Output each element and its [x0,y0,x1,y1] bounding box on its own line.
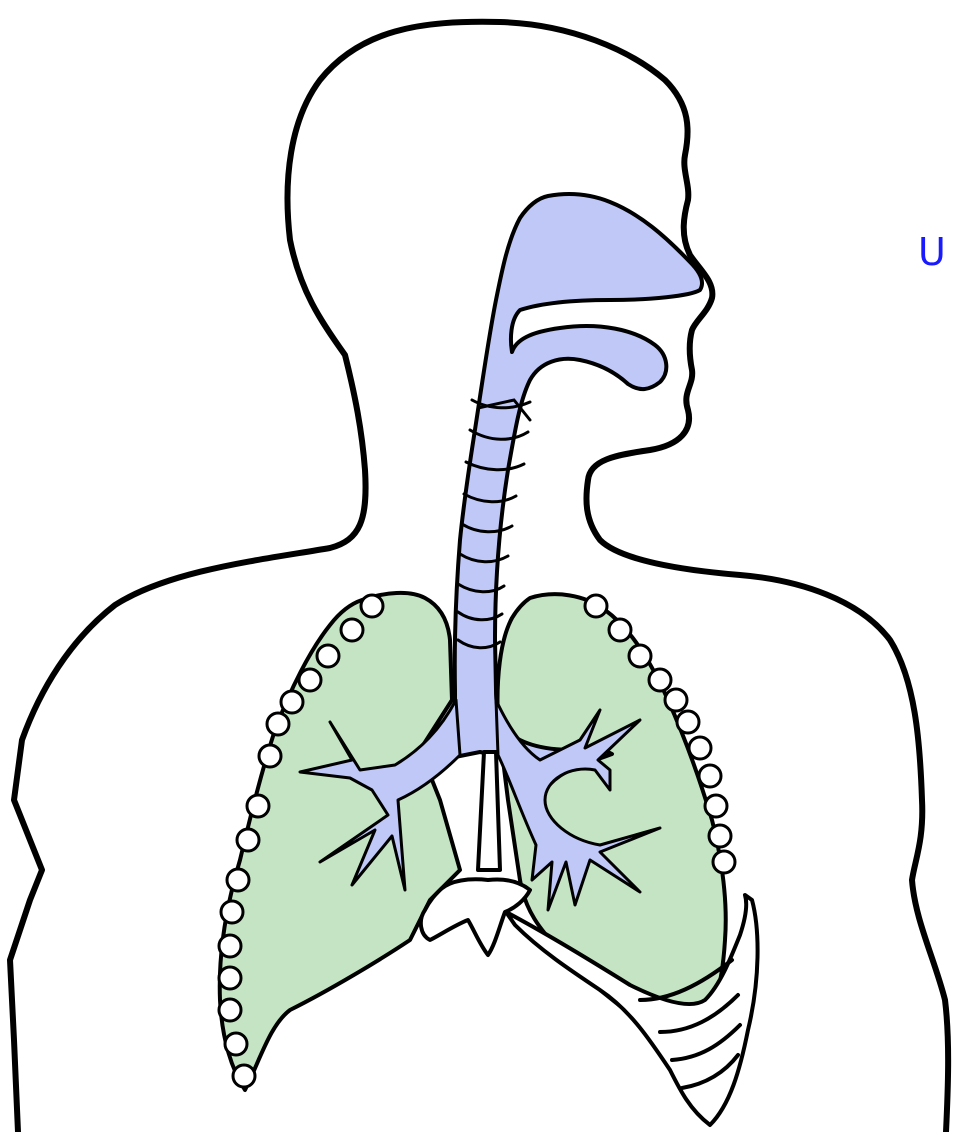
alveolus [225,1033,247,1055]
alveolus [713,851,735,873]
alveolus [649,669,671,691]
alveolus [227,869,249,891]
alveolus [247,795,269,817]
alveolus [665,689,687,711]
alveolus [299,669,321,691]
alveolus [705,795,727,817]
alveolus [709,825,731,847]
alveolus [677,711,699,733]
alveolus [219,935,241,957]
alveolus [585,595,607,617]
alveolus [609,619,631,641]
alveolus [281,691,303,713]
alveolus [221,901,243,923]
alveolus [219,999,241,1021]
alveolus [629,645,651,667]
alveolus [237,829,259,851]
sternum-body [478,752,500,870]
alveolus [699,765,721,787]
edge-label: U [918,230,946,274]
alveolus [361,595,383,617]
alveolus [689,737,711,759]
alveolus [259,745,281,767]
alveolus [219,967,241,989]
alveolus [341,619,363,641]
alveolus [233,1065,255,1087]
alveolus [317,645,339,667]
alveolus [267,713,289,735]
